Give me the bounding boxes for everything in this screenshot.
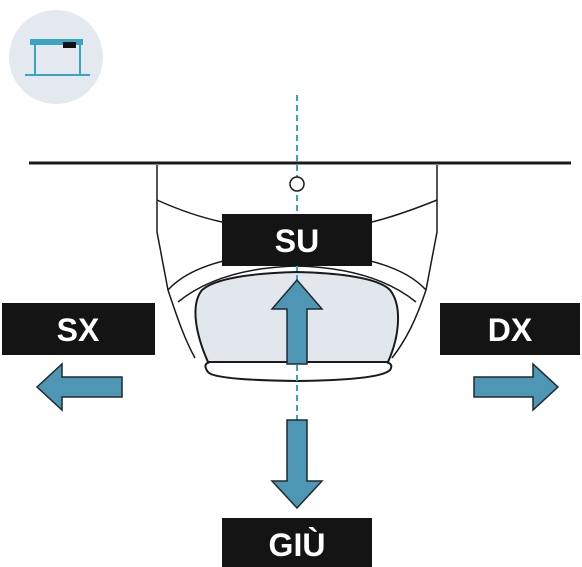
arrow-down-icon: [270, 419, 324, 510]
label-right-background: [440, 303, 580, 355]
housing-left-inner: [156, 199, 223, 223]
badge-background: [9, 10, 103, 104]
housing-left-edge: [156, 165, 196, 359]
label-down: GIÙ: [222, 518, 372, 567]
label-right: DX: [440, 303, 580, 355]
label-up-background: [222, 214, 372, 266]
housing-right-edge: [391, 165, 438, 359]
standing-desk-icon: [25, 39, 90, 76]
label-right-text: DX: [488, 312, 533, 348]
arrow-left-icon: [35, 362, 123, 412]
label-left-text: SX: [57, 312, 100, 348]
label-down-background: [222, 518, 372, 567]
label-left-background: [2, 303, 155, 355]
arrow-up-icon: [270, 278, 324, 365]
sensor-ring: [289, 176, 305, 192]
label-left: SX: [2, 303, 155, 355]
desk-badge: [9, 10, 103, 104]
housing-right-inner: [371, 199, 438, 223]
label-up-text: SU: [275, 223, 319, 259]
control-panel-base: [204, 361, 393, 383]
label-up: SU: [222, 214, 372, 266]
label-down-text: GIÙ: [269, 527, 326, 563]
arrow-right-icon: [473, 362, 560, 412]
